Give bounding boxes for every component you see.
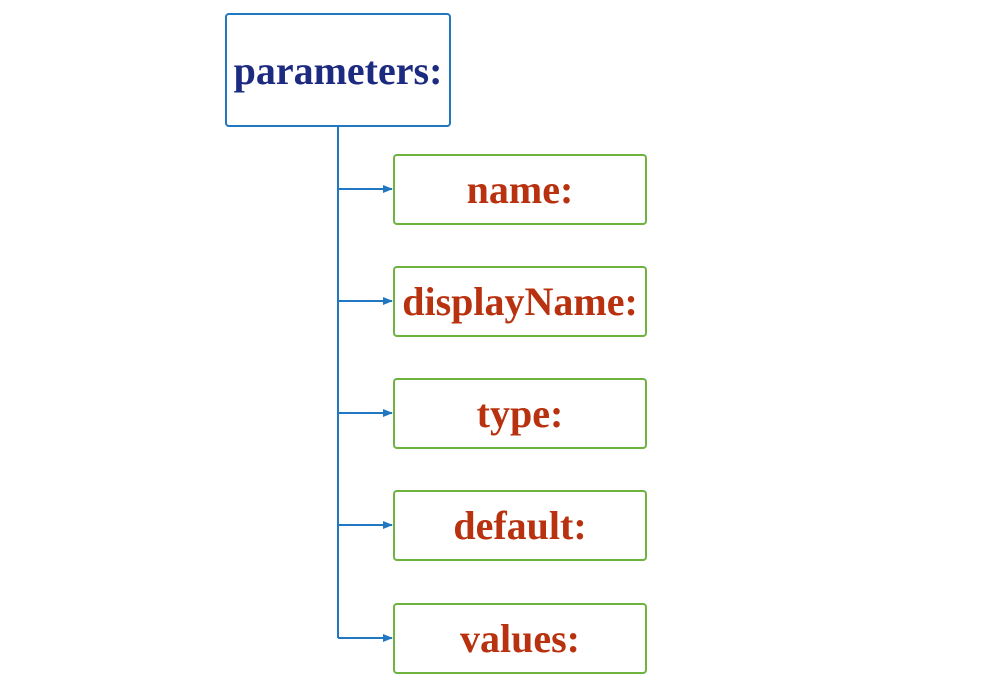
child-node-label: displayName: <box>402 279 638 324</box>
child-node-default: default: <box>393 490 647 561</box>
child-node-label: values: <box>460 616 580 661</box>
child-node-type: type: <box>393 378 647 449</box>
child-node-values: values: <box>393 603 647 674</box>
child-node-label: type: <box>476 391 564 436</box>
child-node-name: name: <box>393 154 647 225</box>
child-node-displayname: displayName: <box>393 266 647 337</box>
root-node-parameters: parameters: <box>225 13 451 127</box>
child-node-label: default: <box>453 503 587 548</box>
child-node-label: name: <box>466 167 574 212</box>
root-node-label: parameters: <box>233 47 443 93</box>
